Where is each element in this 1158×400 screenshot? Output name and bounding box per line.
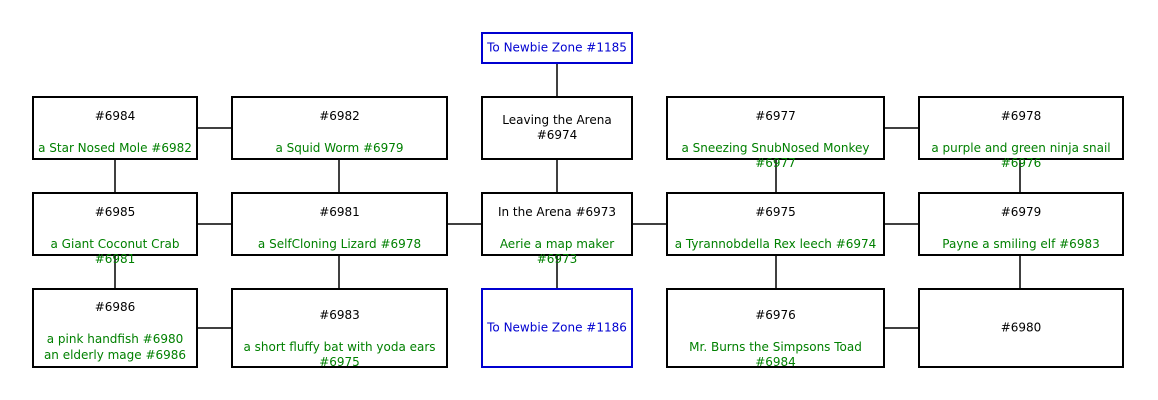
room-to-newbie-zone-1186[interactable]: To Newbie Zone #1186: [481, 288, 633, 368]
room-label: #6980: [1000, 320, 1042, 335]
room-id: #6977: [755, 109, 796, 123]
room-id: #6985: [94, 205, 136, 219]
room-occupant: Mr. Burns the Simpsons Toad #6984: [689, 340, 862, 369]
room-6982[interactable]: #6982 a Squid Worm #6979: [231, 96, 448, 160]
room-occupant: a short fluffy bat with yoda ears #6975: [243, 340, 436, 369]
room-id: #6986: [94, 300, 136, 314]
room-label: To Newbie Zone #1185: [487, 40, 627, 55]
room-label: Leaving the Arena #6974: [502, 113, 612, 142]
room-in-the-arena[interactable]: In the Arena #6973 Aerie a map maker #69…: [481, 192, 633, 266]
room-occupant: a Tyrannobdella Rex leech #6974: [674, 237, 877, 251]
room-occupant: a SelfCloning Lizard #6978: [257, 237, 422, 251]
room-to-newbie-zone-1185[interactable]: To Newbie Zone #1185: [481, 32, 633, 64]
room-6978[interactable]: #6978 a purple and green ninja snail #69…: [918, 96, 1124, 170]
room-6985[interactable]: #6985 a Giant Coconut Crab #6981: [32, 192, 198, 266]
room-occupant: a Giant Coconut Crab #6981: [50, 237, 180, 266]
room-leaving-the-arena[interactable]: Leaving the Arena #6974: [481, 96, 633, 160]
room-occupant: a Star Nosed Mole #6982: [38, 141, 192, 155]
room-occupant: Payne a smiling elf #6983: [942, 237, 1100, 251]
room-6979[interactable]: #6979 Payne a smiling elf #6983: [918, 192, 1124, 256]
room-occupant: a pink handfish #6980: [46, 332, 184, 346]
room-occupant: Aerie a map maker #6973: [499, 237, 615, 266]
room-occupant: a purple and green ninja snail #6976: [931, 141, 1111, 170]
room-6981[interactable]: #6981 a SelfCloning Lizard #6978: [231, 192, 448, 256]
room-6975[interactable]: #6975 a Tyrannobdella Rex leech #6974: [666, 192, 885, 256]
room-occupant: a Squid Worm #6979: [275, 141, 404, 155]
room-label: To Newbie Zone #1186: [487, 320, 627, 335]
room-id: #6975: [755, 205, 796, 219]
room-id: #6976: [755, 308, 796, 322]
room-6986[interactable]: #6986 a pink handfish #6980 an elderly m…: [32, 288, 198, 368]
room-occupant: an elderly mage #6986: [43, 348, 187, 362]
room-id: #6982: [319, 109, 360, 123]
room-occupant: a Sneezing SnubNosed Monkey #6977: [681, 141, 870, 170]
room-id: #6978: [1000, 109, 1042, 123]
room-6980[interactable]: #6980: [918, 288, 1124, 368]
room-id: #6984: [94, 109, 136, 123]
room-6977[interactable]: #6977 a Sneezing SnubNosed Monkey #6977: [666, 96, 885, 170]
room-6976[interactable]: #6976 Mr. Burns the Simpsons Toad #6984: [666, 288, 885, 369]
room-6984[interactable]: #6984 a Star Nosed Mole #6982: [32, 96, 198, 160]
room-id: In the Arena #6973: [497, 205, 617, 219]
room-id: #6979: [1000, 205, 1042, 219]
room-id: #6983: [319, 308, 360, 322]
room-6983[interactable]: #6983 a short fluffy bat with yoda ears …: [231, 288, 448, 369]
room-id: #6981: [319, 205, 360, 219]
